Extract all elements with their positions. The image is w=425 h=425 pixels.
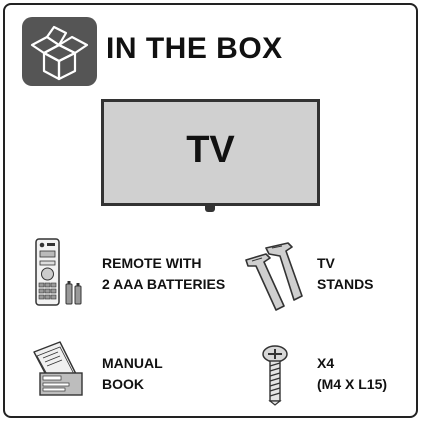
screw-icon — [259, 344, 291, 411]
tv-foot — [205, 206, 215, 212]
screw-label-line2: (M4 X L15) — [317, 376, 388, 392]
stands-label-line1: TV — [317, 255, 335, 271]
manual-book-icon — [30, 338, 86, 407]
remote-label-line2: 2 AAA BATTERIES — [102, 276, 226, 292]
stands-label-line2: STANDS — [317, 276, 374, 292]
page-title: IN THE BOX — [106, 32, 283, 65]
tv-stands-icon — [236, 238, 311, 323]
tv-screen: TV — [101, 99, 320, 206]
tv-label: TV — [186, 129, 235, 171]
remote-label-line1: REMOTE WITH — [102, 255, 202, 271]
manual-label-line1: MANUAL — [102, 355, 163, 371]
remote-batteries-icon — [33, 237, 89, 314]
open-box-icon — [22, 17, 97, 86]
screw-label-line1: X4 — [317, 355, 335, 371]
manual-label-line2: BOOK — [102, 376, 144, 392]
